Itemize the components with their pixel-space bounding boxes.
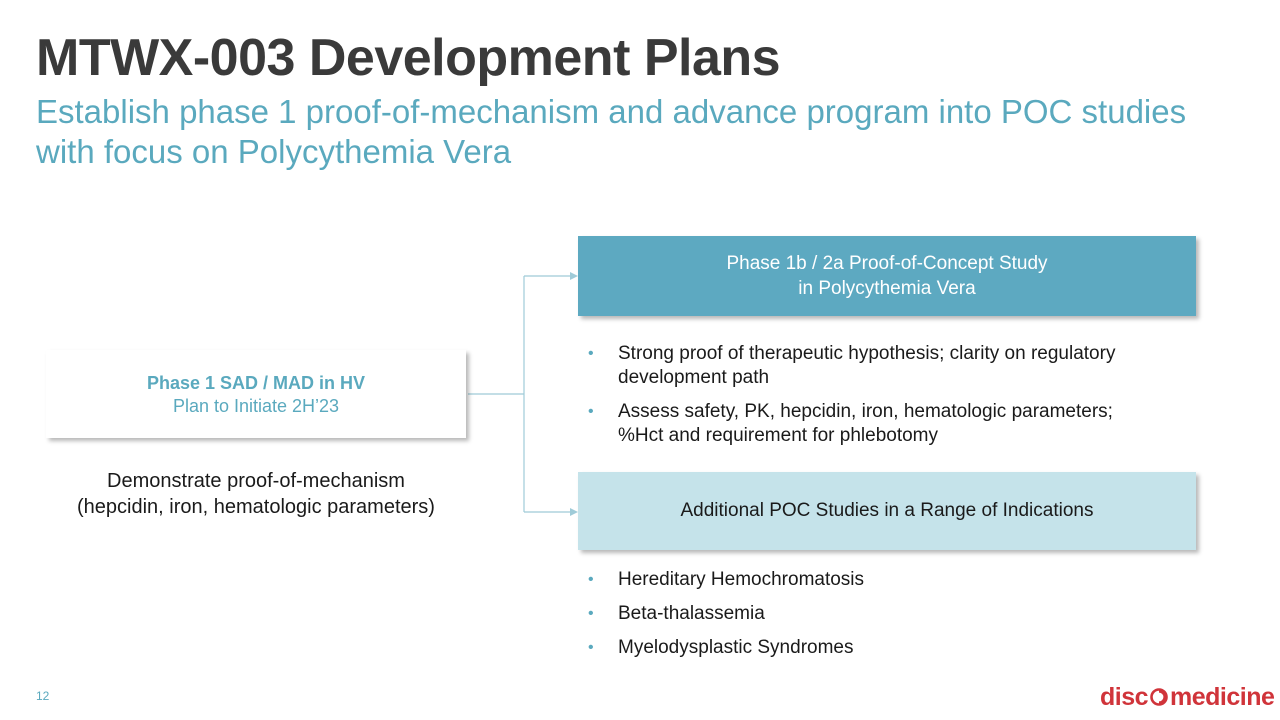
logo-disc-icon	[1150, 688, 1168, 706]
poc-study-bullets: • Strong proof of therapeutic hypothesis…	[588, 342, 1148, 458]
bullet-icon: •	[588, 571, 594, 588]
list-item: • Hereditary Hemochromatosis	[588, 568, 1148, 592]
list-item: • Strong proof of therapeutic hypothesis…	[588, 342, 1148, 390]
bullet-text: Hereditary Hemochromatosis	[618, 569, 865, 590]
phase1-box: Phase 1 SAD / MAD in HV Plan to Initiate…	[46, 350, 466, 438]
page-number: 12	[36, 689, 50, 703]
poc-study-box: Phase 1b / 2a Proof-of-Concept Study in …	[578, 236, 1196, 316]
additional-studies-box: Additional POC Studies in a Range of Ind…	[578, 472, 1196, 550]
poc-study-title-line1: Phase 1b / 2a Proof-of-Concept Study	[726, 253, 1048, 274]
slide-title: MTWX-003 Development Plans	[36, 29, 781, 87]
additional-studies-title: Additional POC Studies in a Range of Ind…	[680, 500, 1094, 521]
arrowhead-additional-icon	[570, 508, 578, 516]
additional-studies-bullets: • Hereditary Hemochromatosis • Beta-thal…	[588, 568, 1148, 670]
bullet-text: Myelodysplastic Syndromes	[618, 637, 854, 658]
bullet-icon: •	[588, 605, 594, 622]
bullet-icon: •	[588, 403, 594, 420]
phase1-title: Phase 1 SAD / MAD in HV	[146, 373, 366, 393]
logo-text-before: disc	[1100, 682, 1149, 711]
phase1-description-line1: Demonstrate proof-of-mechanism	[107, 470, 405, 492]
bullet-icon: •	[588, 639, 594, 656]
bullet-text: Beta-thalassemia	[618, 603, 765, 624]
list-item: • Beta-thalassemia	[588, 602, 1148, 626]
bullet-icon: •	[588, 345, 594, 362]
arrowhead-poc-icon	[570, 272, 578, 280]
list-item: • Assess safety, PK, hepcidin, iron, hem…	[588, 400, 1148, 448]
logo-text-after: medicine	[1170, 682, 1275, 711]
slide-subtitle: Establish phase 1 proof-of-mechanism and…	[36, 93, 1187, 170]
bullet-text: Assess safety, PK, hepcidin, iron, hemat…	[618, 401, 1113, 446]
phase1-description: Demonstrate proof-of-mechanism (hepcidin…	[46, 468, 466, 520]
poc-study-title-line2: in Polycythemia Vera	[798, 278, 976, 299]
phase1-subtitle: Plan to Initiate 2H’23	[172, 396, 340, 416]
phase1-description-line2: (hepcidin, iron, hematologic parameters)	[77, 496, 435, 518]
bullet-text: Strong proof of therapeutic hypothesis; …	[618, 343, 1116, 388]
list-item: • Myelodysplastic Syndromes	[588, 636, 1148, 660]
company-logo: disc medicine	[1100, 680, 1275, 714]
